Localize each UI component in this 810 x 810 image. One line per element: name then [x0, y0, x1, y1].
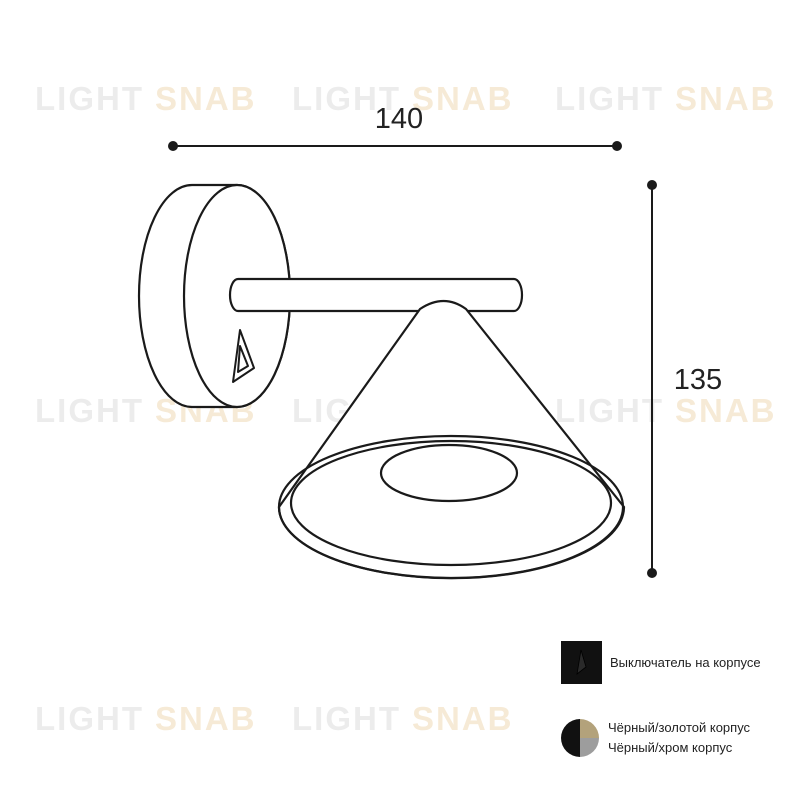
height-dimension-endpoint-top [647, 180, 657, 190]
width-dimension-endpoint-right [612, 141, 622, 151]
switch-legend-label: Выключатель на корпусе [610, 655, 761, 670]
watermark-word-1: LIGHT [555, 392, 664, 429]
watermark: LIGHT SNAB [555, 392, 777, 429]
watermark-layer: LIGHT SNAB LIGHT SNAB LIGHT SNAB LIGHT S… [35, 80, 777, 737]
width-dimension-endpoint-left [168, 141, 178, 151]
watermark-word-2: SNAB [412, 700, 514, 737]
watermark-word-1: LIGHT [35, 700, 144, 737]
watermark-word-1: LIGHT [292, 700, 401, 737]
watermark-word-1: LIGHT [35, 392, 144, 429]
switch-swatch-icon [576, 649, 587, 675]
watermark-word-2: SNAB [155, 80, 257, 117]
watermark-word-2: SNAB [412, 80, 514, 117]
watermark: LIGHT SNAB [35, 80, 257, 117]
width-dimension-label: 140 [375, 103, 423, 135]
lamp-arm [228, 277, 524, 313]
finish-swatch-chrome [580, 738, 599, 757]
cone-light-aperture [379, 443, 519, 503]
watermark: LIGHT SNAB [35, 700, 257, 737]
cone-rim-inner [289, 439, 613, 567]
arm-tube [228, 277, 524, 313]
watermark-word-2: SNAB [675, 80, 777, 117]
cone-shade [277, 299, 626, 580]
height-dimension-endpoint-bottom [647, 568, 657, 578]
finish-option-black-chrome: Чёрный/хром корпус [608, 740, 733, 755]
height-dimension-label: 135 [674, 364, 722, 396]
watermark: LIGHT SNAB [292, 700, 514, 737]
switch-swatch [561, 641, 602, 684]
finish-swatch-gold [580, 719, 599, 738]
finish-swatch [561, 719, 599, 757]
watermark-word-1: LIGHT [292, 80, 401, 117]
watermark: LIGHT SNAB [292, 80, 514, 117]
finish-option-black-gold: Чёрный/золотой корпус [608, 720, 751, 735]
watermark-word-2: SNAB [155, 700, 257, 737]
watermark-word-1: LIGHT [35, 80, 144, 117]
watermark: LIGHT SNAB [555, 80, 777, 117]
body-switch-icon [232, 329, 255, 383]
watermark-word-1: LIGHT [555, 80, 664, 117]
watermark-word-2: SNAB [675, 392, 777, 429]
cone-rim-outer [277, 434, 625, 580]
height-dimension: 135 [647, 180, 722, 578]
width-dimension: 140 [168, 103, 622, 151]
switch-inner [237, 345, 249, 373]
finish-swatch-black [561, 719, 580, 757]
